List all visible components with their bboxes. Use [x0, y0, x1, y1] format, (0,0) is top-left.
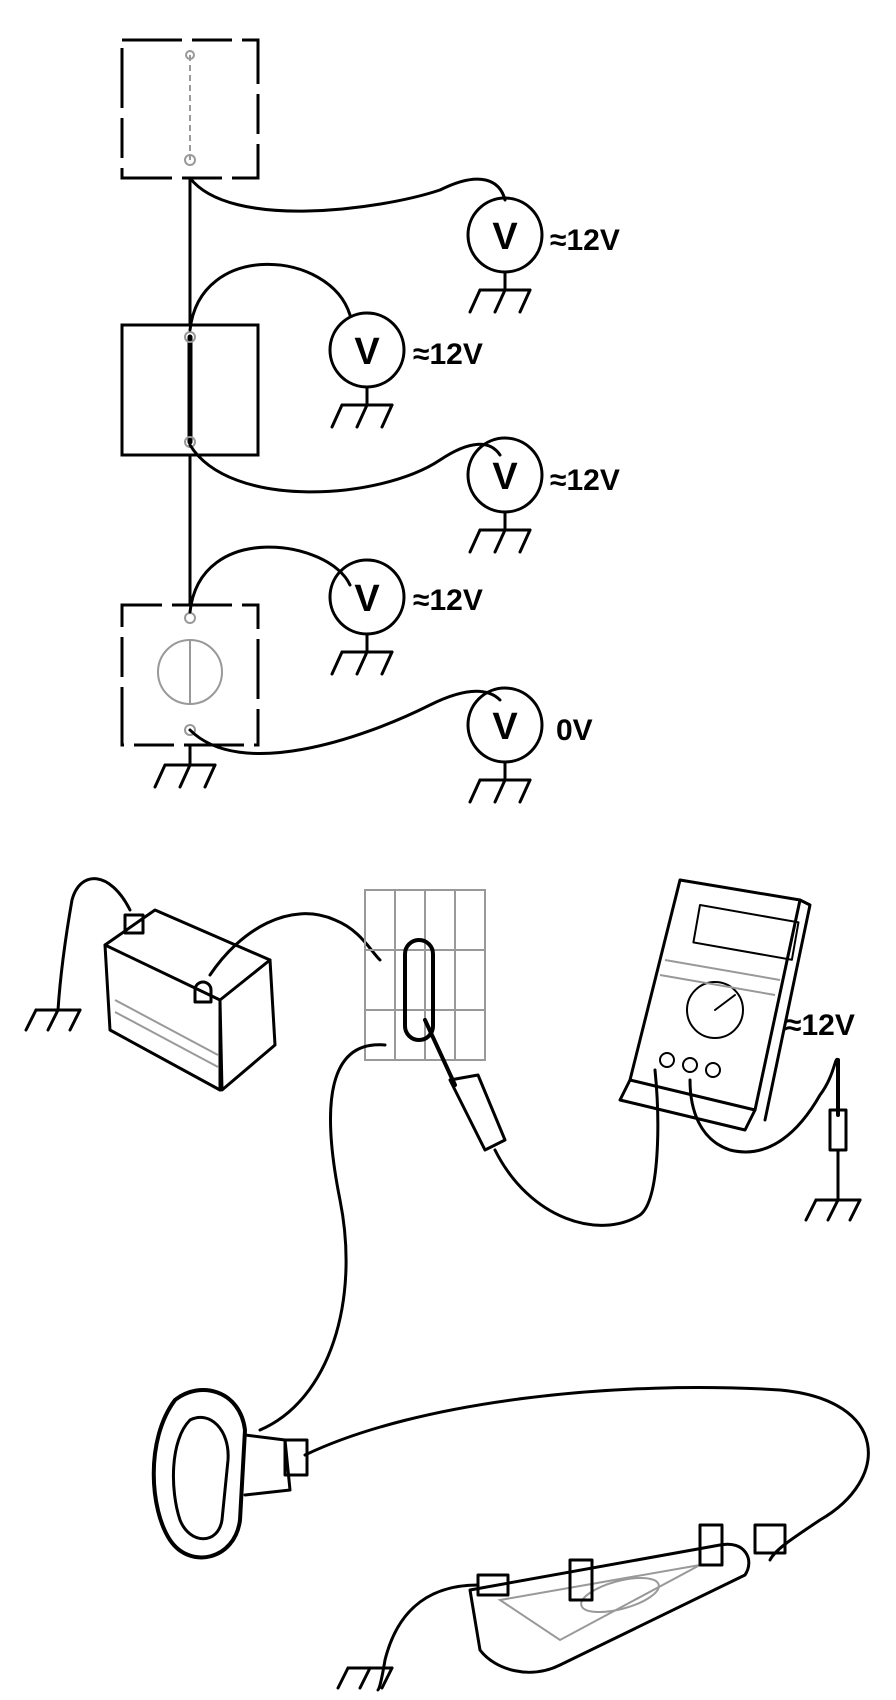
- probe-icon: [423, 1018, 507, 1152]
- ground-icon: [153, 763, 217, 789]
- voltmeter-symbol: V: [492, 706, 518, 748]
- battery-positive-wire: [208, 912, 382, 977]
- fuse-icon: [403, 938, 435, 1042]
- pictorial-test-setup: ≈12V: [24, 877, 870, 1692]
- lamp-icon: [120, 603, 260, 747]
- probe-wire-5: [188, 689, 502, 755]
- voltmeter-icon: V: [466, 196, 544, 314]
- ground-icon: [468, 288, 532, 314]
- ground-icon: [336, 1666, 394, 1690]
- fuse-icon: [120, 323, 260, 457]
- probe-wire-1: [188, 176, 507, 213]
- probe-wire-4: [188, 545, 352, 614]
- multimeter-icon: [618, 878, 812, 1132]
- voltmeter-symbol: V: [492, 456, 518, 498]
- ground-icon: [24, 1008, 82, 1032]
- lamp-ground-wire: [376, 1583, 480, 1692]
- ground-icon: [468, 778, 532, 804]
- ground-icon: [804, 1198, 862, 1222]
- voltmeter-symbol: V: [354, 578, 380, 620]
- probe-wire-2: [188, 262, 352, 332]
- ground-lead-wire: [688, 1057, 840, 1154]
- license-plate-lamp-icon: [468, 1523, 787, 1674]
- probe-wire-multimeter: [493, 1068, 660, 1227]
- probe-wire-3: [188, 442, 502, 494]
- battery-ground-wire: [56, 877, 132, 1012]
- voltmeter-symbol: V: [492, 216, 518, 258]
- switch-icon: [120, 38, 260, 180]
- switch-unit-icon: [151, 1388, 309, 1560]
- reading-4: ≈12V: [413, 584, 483, 617]
- voltmeter-icon: V: [466, 436, 544, 554]
- reading-2: ≈12V: [413, 338, 483, 371]
- battery-icon: [103, 908, 277, 1092]
- reading-5: 0V: [556, 714, 593, 747]
- ground-icon: [468, 528, 532, 554]
- switch-to-lamp-wire: [303, 1386, 870, 1562]
- ground-icon: [330, 650, 394, 676]
- schematic: V ≈12V V ≈12V V: [120, 38, 620, 804]
- reading-3: ≈12V: [550, 464, 620, 497]
- voltmeter-icon: V: [466, 686, 544, 804]
- ground-icon: [330, 403, 394, 429]
- voltmeter-icon: V: [328, 558, 406, 676]
- voltmeter-symbol: V: [354, 331, 380, 373]
- voltmeter-icon: V: [328, 311, 406, 429]
- reading-1: ≈12V: [550, 224, 620, 257]
- probe-icon: [828, 1058, 848, 1202]
- multimeter-reading: ≈12V: [785, 1009, 855, 1042]
- fuse-to-switch-wire: [258, 1043, 387, 1432]
- fuse-box-icon: [364, 889, 486, 1061]
